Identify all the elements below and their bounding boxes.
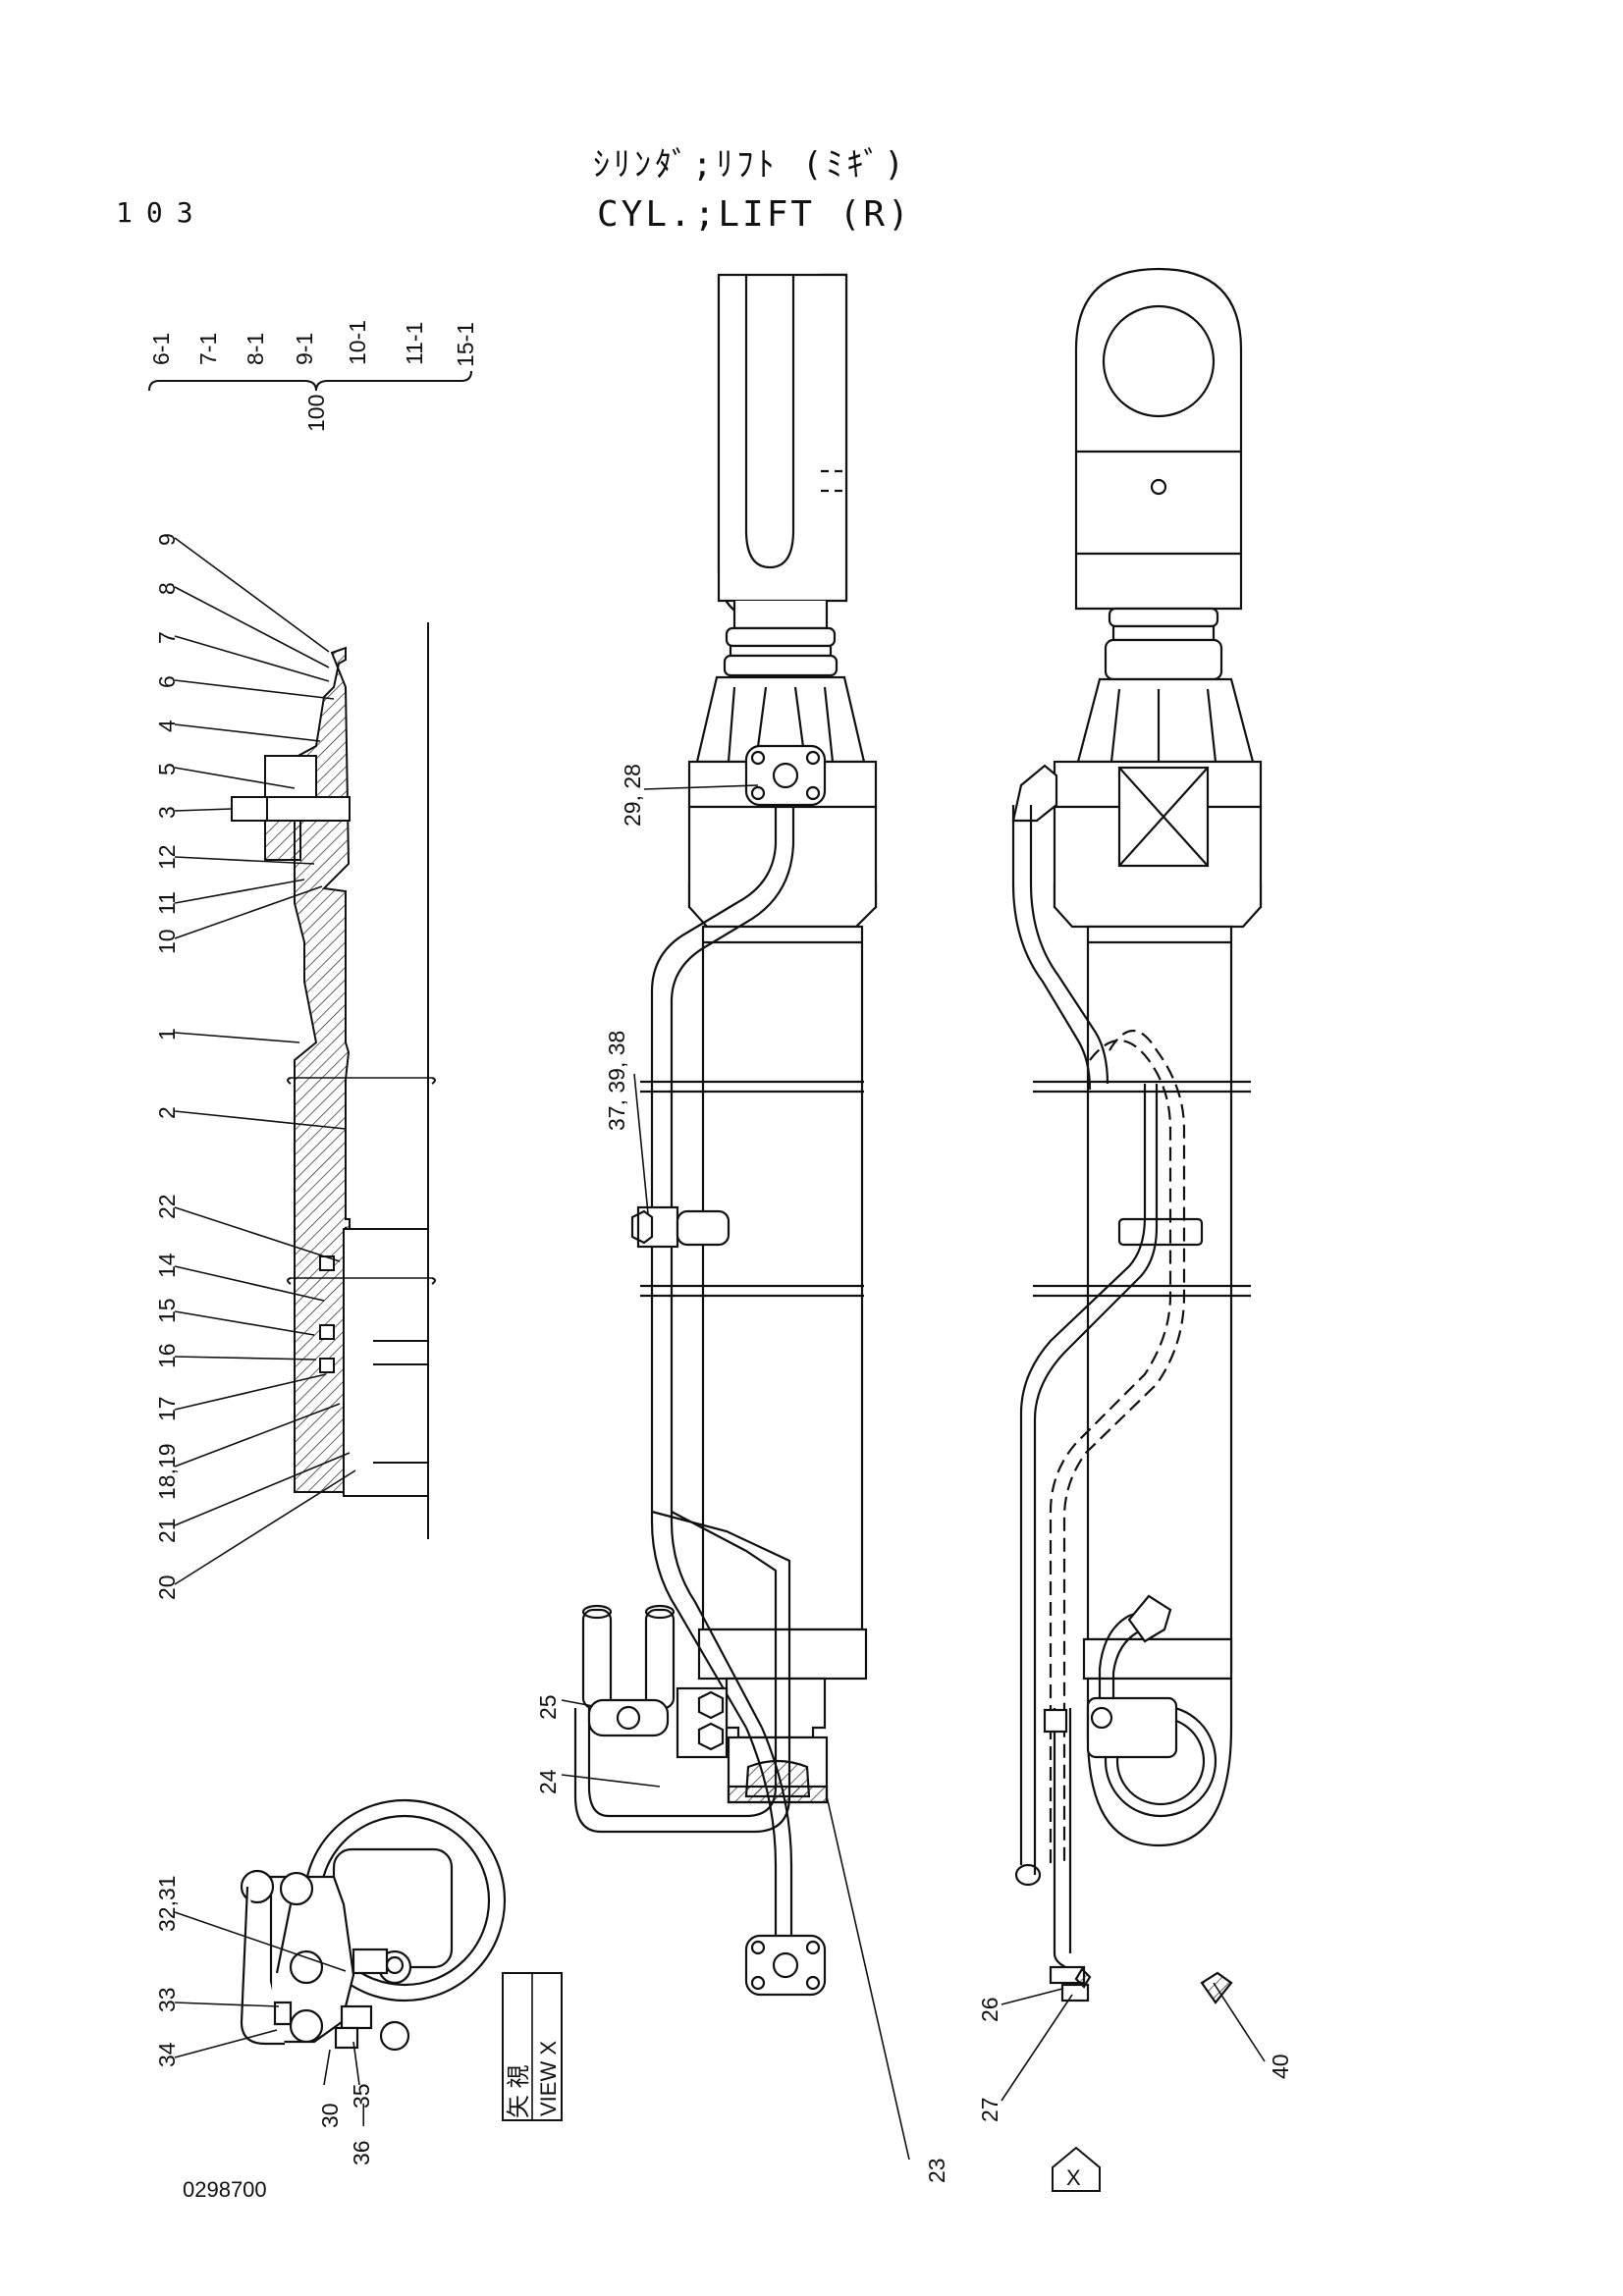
kit-item-10-1: 10-1 <box>345 320 370 365</box>
callout-37-39-38: 37, 39, 38 <box>604 1031 629 1131</box>
callout-25: 25 <box>535 1694 561 1720</box>
callout-32-31: 32,31 <box>154 1875 180 1932</box>
view-x-label-jp: 矢 視 <box>506 2064 532 2118</box>
side-leaders <box>1001 1982 1266 2102</box>
drawing-number: 0298700 <box>183 2177 267 2202</box>
view-x-callouts: 32,31 33 34 30 35 — 36 <box>154 1875 374 2165</box>
kit-item-6-1: 6-1 <box>148 333 174 365</box>
view-marker-label: X <box>1066 2165 1081 2190</box>
callout-9: 9 <box>154 533 180 546</box>
callout-12: 12 <box>154 844 180 870</box>
callout-27: 27 <box>977 2097 1002 2122</box>
callout-16: 16 <box>154 1343 180 1368</box>
kit-item-11-1: 11-1 <box>402 322 427 365</box>
callout-36: 36 <box>349 2140 374 2165</box>
kit-group: 6-1 7-1 8-1 9-1 10-1 11-1 15-1 100 <box>148 320 478 432</box>
cylinder-front-view <box>687 273 878 1804</box>
view-x-detail <box>240 1798 507 2052</box>
callout-24: 24 <box>535 1769 561 1794</box>
callout-8: 8 <box>154 582 180 595</box>
callout-6: 6 <box>154 675 180 688</box>
title-english: CYL.;LIFT (R) <box>597 194 912 235</box>
callout-7: 7 <box>154 631 180 644</box>
section-leaders <box>174 537 356 1585</box>
cylinder-side-view <box>1011 267 1263 1847</box>
callout-range-sep: — <box>349 2104 374 2126</box>
section-callouts: 9 8 7 6 4 5 3 12 11 10 1 2 22 14 15 16 1… <box>154 533 180 1600</box>
kit-item-9-1: 9-1 <box>292 333 317 365</box>
callout-3: 3 <box>154 806 180 819</box>
title-japanese: ｼﾘﾝﾀﾞ;ﾘﾌﾄ (ﾐｷﾞ) <box>593 145 908 185</box>
view-x-leaders <box>174 1911 360 2086</box>
callout-1: 1 <box>154 1028 180 1041</box>
callout-5: 5 <box>154 763 180 775</box>
callout-14: 14 <box>154 1253 180 1278</box>
kit-group-number: 100 <box>303 395 329 432</box>
callout-33: 33 <box>154 1987 180 2012</box>
front-pipe <box>573 744 864 1997</box>
callout-2: 2 <box>154 1106 180 1119</box>
kit-item-15-1: 15-1 <box>453 322 478 367</box>
kit-brace <box>148 370 472 392</box>
callout-20: 20 <box>154 1575 180 1600</box>
section-view <box>231 622 436 1539</box>
front-callouts: 29, 28 37, 39, 38 25 24 23 <box>535 764 949 2183</box>
callout-26: 26 <box>977 1997 1002 2022</box>
callout-22: 22 <box>154 1194 180 1219</box>
callout-21: 21 <box>154 1518 180 1543</box>
callout-11: 11 <box>154 891 180 915</box>
view-x-marker: X <box>1052 2146 1101 2192</box>
page-number: 103 <box>116 196 207 229</box>
front-leaders <box>561 784 910 2161</box>
callout-15: 15 <box>154 1298 180 1323</box>
callout-4: 4 <box>154 720 180 732</box>
kit-item-7-1: 7-1 <box>195 333 221 365</box>
kit-item-8-1: 8-1 <box>243 333 268 365</box>
callout-35: 35 <box>349 2083 374 2109</box>
callout-40: 40 <box>1268 2054 1293 2079</box>
callout-10: 10 <box>154 929 180 954</box>
callout-34: 34 <box>154 2042 180 2067</box>
callout-30: 30 <box>317 2103 343 2128</box>
side-pipe <box>1011 805 1233 2004</box>
side-callouts: 26 27 40 <box>977 1997 1293 2122</box>
callout-18-19: 18,19 <box>154 1443 180 1500</box>
view-x-label-en: VIEW X <box>536 2041 561 2116</box>
callout-23: 23 <box>924 2158 949 2183</box>
callout-29-28: 29, 28 <box>620 764 645 827</box>
callout-17: 17 <box>154 1396 180 1421</box>
view-x-label: 矢 視 VIEW X <box>502 1972 563 2121</box>
